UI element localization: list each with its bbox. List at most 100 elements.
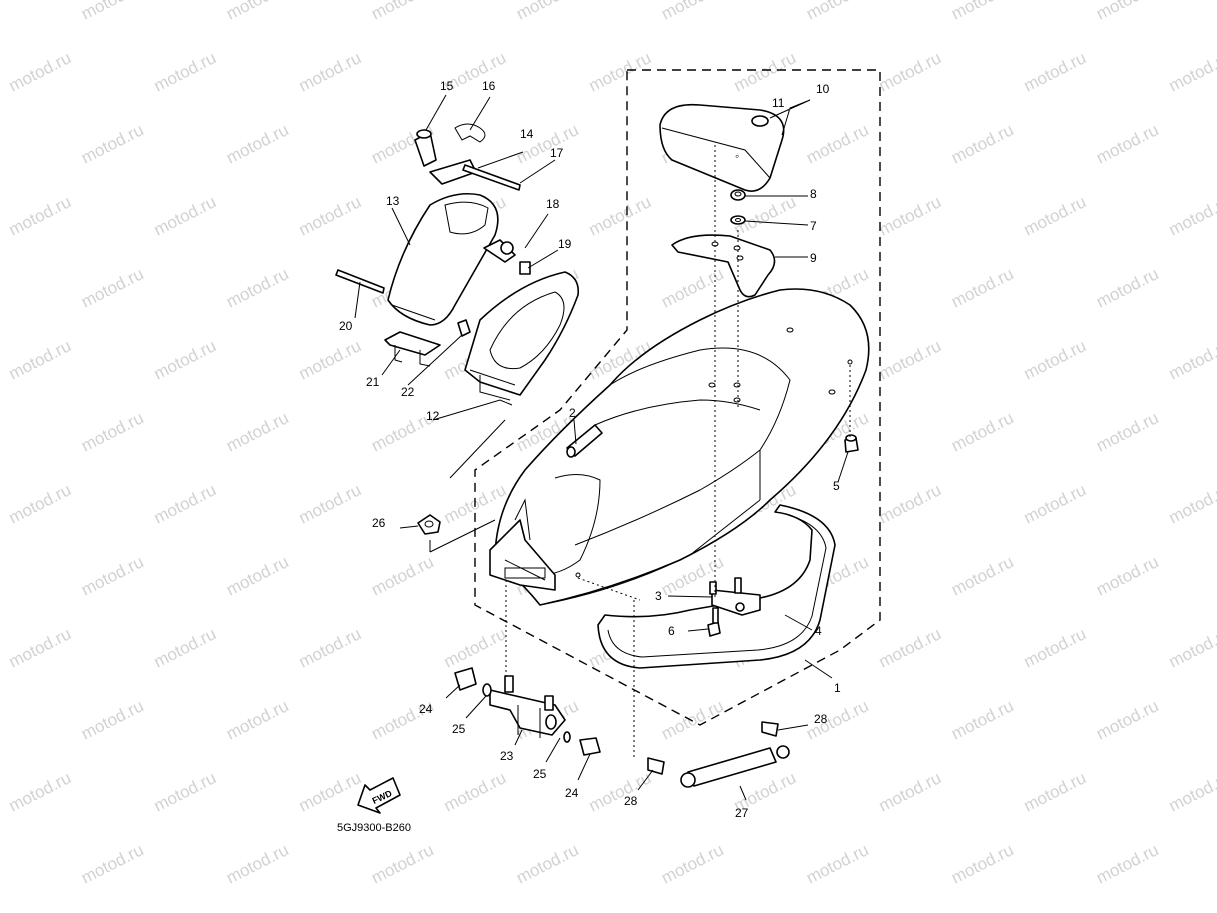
watermark-text: motod.ru [1021,480,1089,527]
damper-bolt-upper [761,721,779,737]
callout-28b: 28 [624,794,638,808]
watermark-text: motod.ru [876,480,944,527]
callout-27: 27 [735,806,749,820]
watermark-text: motod.ru [658,840,726,887]
watermark-text: motod.ru [296,192,364,239]
watermark-text: motod.ru [151,192,219,239]
watermark-text: motod.ru [1021,192,1089,239]
watermark-text: motod.ru [223,552,291,599]
watermark-text: motod.ru [1021,336,1089,383]
spring [454,123,486,143]
callout-15: 15 [440,79,454,93]
callout-3: 3 [655,589,662,603]
callout-9: 9 [810,251,817,265]
watermark-text: motod.ru [876,192,944,239]
watermark-text: motod.ru [151,624,219,671]
callout-21: 21 [366,375,380,389]
watermark-text: motod.ru [1093,0,1161,24]
callout-8: 8 [810,187,817,201]
leader-lines [354,94,849,801]
watermark-text: motod.ru [0,120,2,167]
callout-22: 22 [401,385,415,399]
watermark-text: motod.ru [1021,624,1089,671]
watermark-text: motod.ru [6,48,74,95]
watermark-text: motod.ru [586,192,654,239]
watermark-text: motod.ru [0,840,2,887]
watermark-text: motod.ru [0,696,2,743]
watermark-text: motod.ru [78,840,146,887]
watermark-text: motod.ru [0,552,2,599]
watermark-text: motod.ru [803,0,871,24]
watermark-text: motod.ru [1166,624,1217,671]
watermark-text: motod.ru [6,480,74,527]
watermark-text: motod.ru [296,768,364,815]
watermark-text: motod.ru [368,0,436,24]
seat-stay [709,577,761,616]
callout-18: 18 [546,197,560,211]
watermark-text: motod.ru [78,264,146,311]
watermark-text: motod.ru [948,408,1016,455]
watermark-text: motod.ru [78,0,146,24]
watermark-text: motod.ru [368,840,436,887]
lid-frame [464,271,580,401]
watermark-text: motod.ru [876,48,944,95]
watermark-text: motod.ru [223,840,291,887]
seat-hinge-mount [489,498,556,591]
watermark-text: motod.ru [586,768,654,815]
svg-text:◦: ◦ [735,149,739,163]
watermark-text: motod.ru [223,120,291,167]
watermark-text: motod.ru [296,624,364,671]
callout-14: 14 [520,127,534,141]
watermark-text: motod.ru [223,0,291,24]
diagram-code: 5GJ9300-B260 [337,822,411,834]
watermark-text: motod.ru [948,120,1016,167]
bolt-24-upper [454,667,477,691]
bolt-26 [417,514,441,535]
watermark-text: motod.ru [1093,696,1161,743]
callout-5: 5 [833,479,840,493]
watermark-text: motod.ru [1166,480,1217,527]
watermark-text: motod.ru [1166,48,1217,95]
watermark-text: motod.ru [6,624,74,671]
watermark-text: motod.ru [1021,768,1089,815]
cushion [566,424,603,458]
callout-20: 20 [339,319,353,333]
watermark-text: motod.ru [296,336,364,383]
callouts: 1 2 3 4 5 6 7 8 9 10 11 12 13 14 15 16 1… [339,79,841,820]
watermark-text: motod.ru [151,768,219,815]
watermark-text: motod.ru [6,336,74,383]
watermark-text: motod.ru [513,0,581,24]
watermark-text: motod.ru [731,48,799,95]
watermark-text: motod.ru [1166,192,1217,239]
watermark-text: motod.ru [658,0,726,24]
callout-26: 26 [372,516,386,530]
watermark-text: motod.ru [948,696,1016,743]
lock-bracket [384,331,441,367]
watermark-text: motod.ru [151,480,219,527]
callout-17: 17 [550,146,564,160]
watermark-text: motod.ru [1093,840,1161,887]
watermark-text: motod.ru [948,552,1016,599]
damper-bolt-lower [647,757,665,775]
watermark-text: motod.ru [78,408,146,455]
seat-rest: ◦ [659,103,785,192]
watermark-text: motod.ru [1021,48,1089,95]
callout-25b: 25 [533,767,547,781]
watermark-text: motod.ru [803,840,871,887]
callout-6: 6 [668,624,675,638]
cover [387,192,499,326]
watermark-text: motod.ru [658,264,726,311]
main-seat [494,288,870,606]
watermark-text: motod.ru [0,0,2,24]
nut [730,189,746,201]
callout-25a: 25 [452,722,466,736]
watermark-text: motod.ru [441,624,509,671]
watermark-text: motod.ru [78,552,146,599]
callout-10: 10 [816,82,830,96]
callout-28a: 28 [814,712,828,726]
watermark-text: motod.ru [948,840,1016,887]
washer-25-upper [482,683,492,697]
callout-4: 4 [815,624,822,638]
watermark-text: motod.ru [803,120,871,167]
